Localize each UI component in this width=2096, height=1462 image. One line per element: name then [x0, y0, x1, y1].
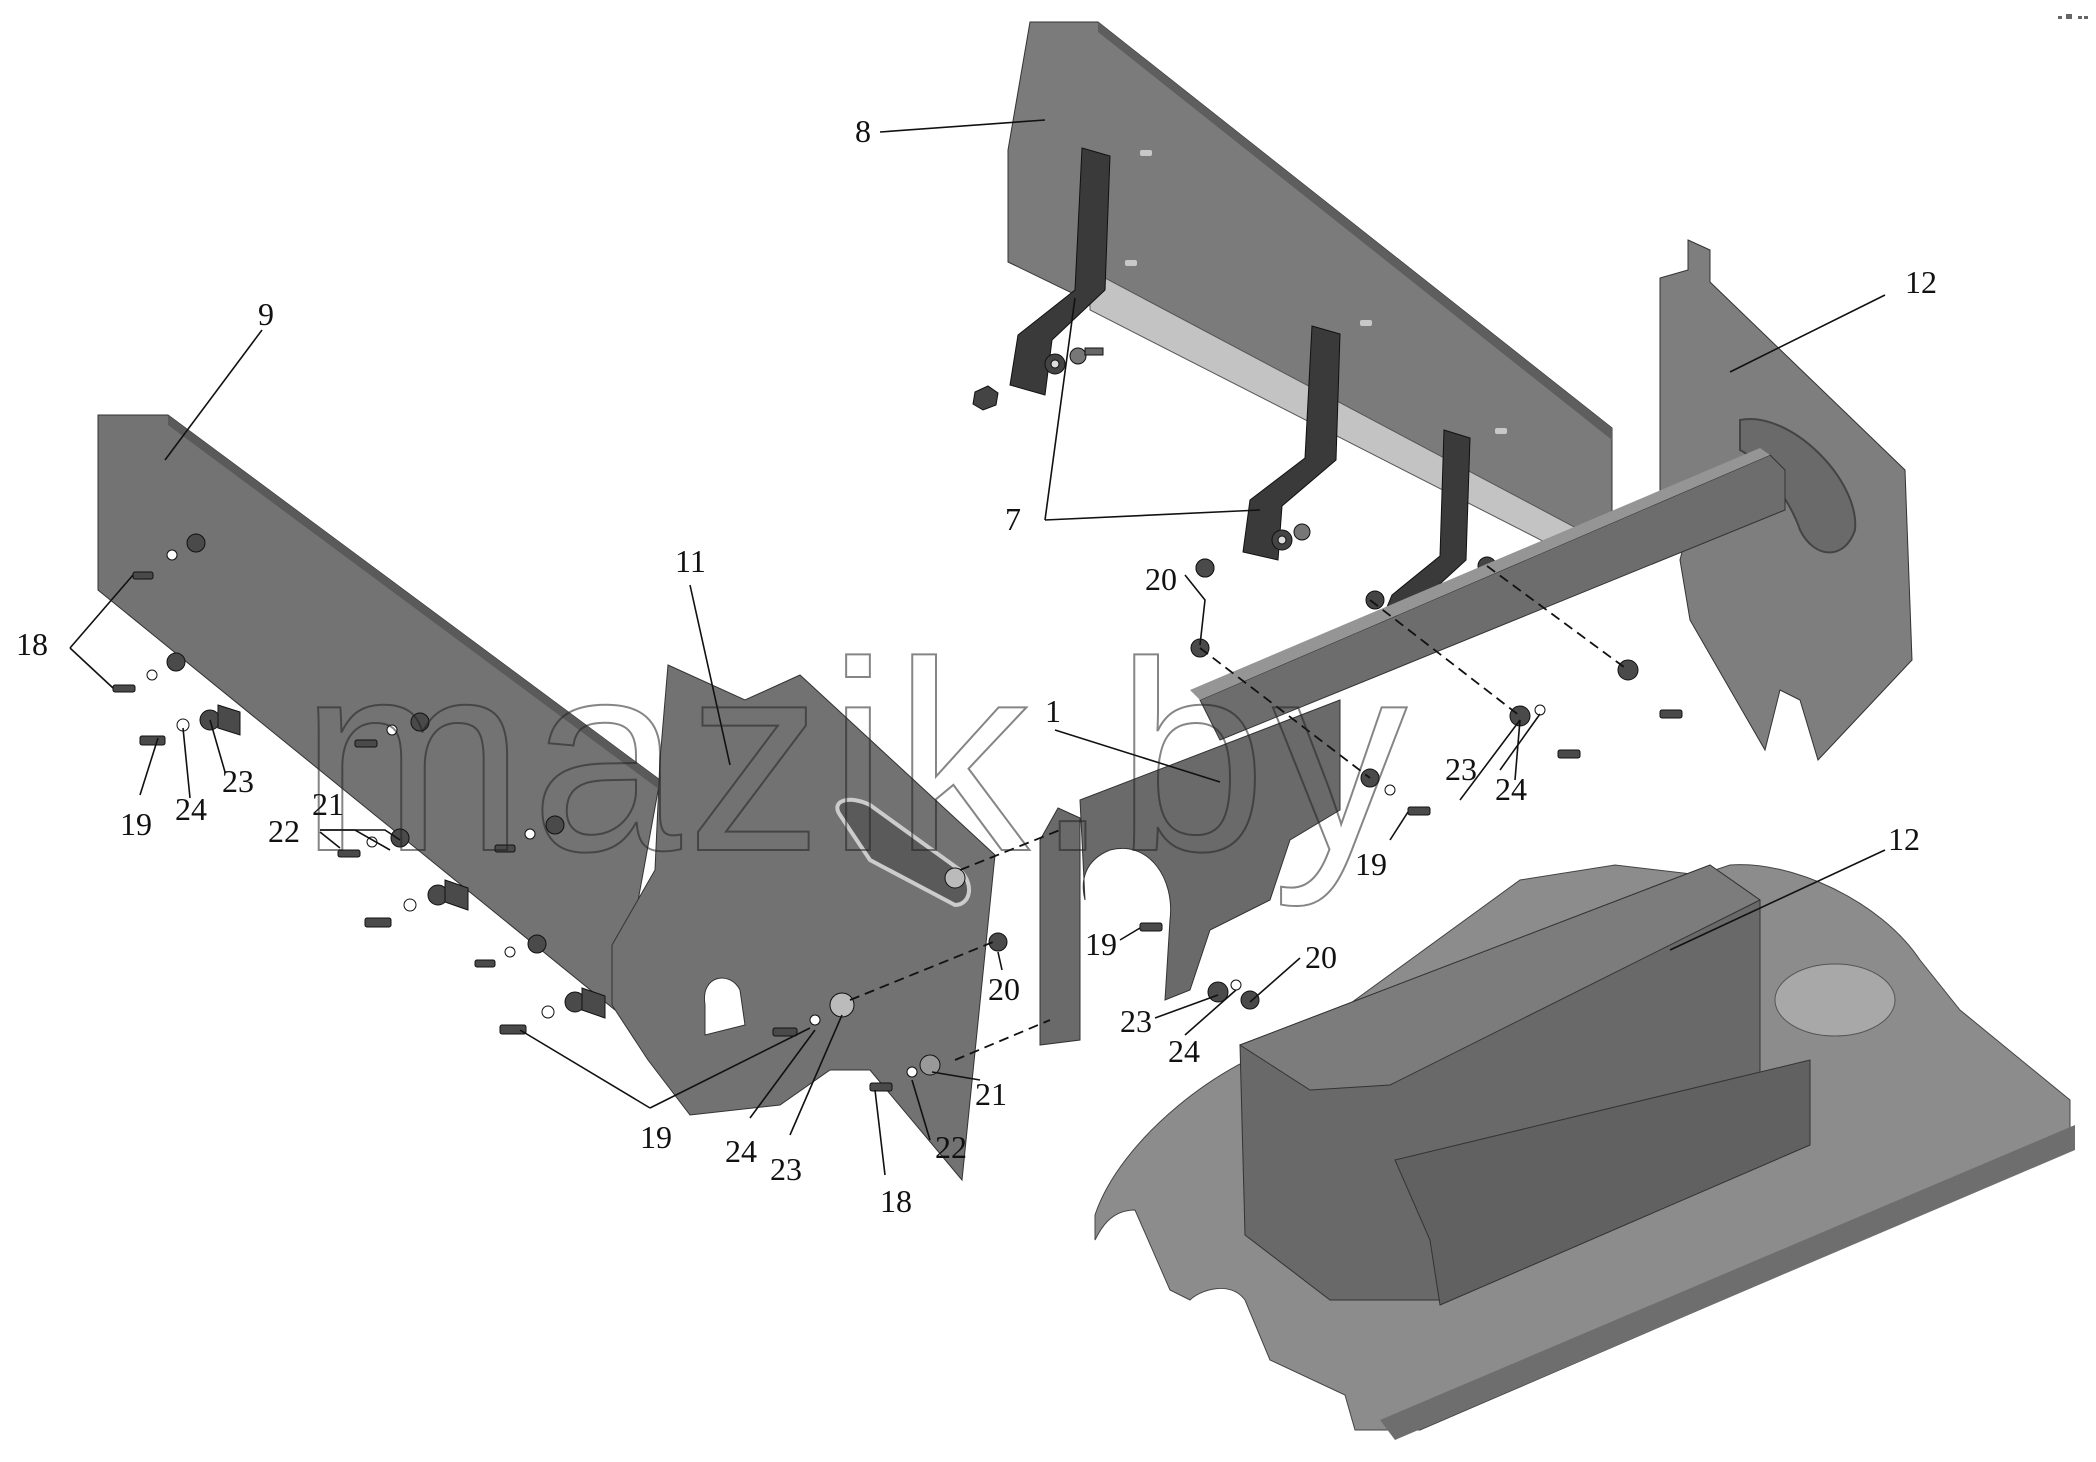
- callout-21-left: 21: [312, 786, 344, 822]
- callout-23-bottom: 23: [770, 1151, 802, 1187]
- callout-22-bottom: 22: [935, 1129, 967, 1165]
- callout-24-bottom: 24: [725, 1133, 757, 1169]
- callout-12-upper: 12: [1905, 264, 1937, 300]
- callout-20-center: 20: [988, 971, 1020, 1007]
- part-7-brackets: [1009, 147, 1471, 621]
- callout-18-left: 18: [16, 626, 48, 662]
- left-panel-fasteners: [112, 533, 606, 1035]
- callout-24-right: 24: [1495, 771, 1527, 807]
- bracket-fasteners: [972, 347, 1497, 610]
- callout-8: 8: [855, 113, 871, 149]
- spacer-bar: [1039, 807, 1081, 1046]
- part-12-cover: [1094, 864, 2075, 1440]
- callout-1: 1: [1045, 693, 1061, 729]
- callout-19-center: 19: [1085, 926, 1117, 962]
- callout-9: 9: [258, 296, 274, 332]
- callout-22-left: 22: [268, 813, 300, 849]
- assembly-lines: [849, 565, 1629, 1061]
- callout-19-bottom: 19: [640, 1119, 672, 1155]
- callout-24-left: 24: [175, 791, 207, 827]
- callout-23-right: 23: [1445, 751, 1477, 787]
- callout-21-bottom: 21: [975, 1076, 1007, 1112]
- callout-24-center: 24: [1168, 1033, 1200, 1069]
- callout-12-lower: 12: [1888, 821, 1920, 857]
- callout-7: 7: [1005, 501, 1021, 537]
- callout-20-upper: 20: [1145, 561, 1177, 597]
- part-1-central-beam: [1079, 448, 1786, 1001]
- watermark-text: mazik.by: [300, 607, 1413, 909]
- corner-mark: [2058, 14, 2088, 19]
- callout-19-right: 19: [1355, 846, 1387, 882]
- callout-20-lower: 20: [1305, 939, 1337, 975]
- callout-18-bottom: 18: [880, 1183, 912, 1219]
- callout-23-center: 23: [1120, 1003, 1152, 1039]
- callout-labels: 8 7 12 12 9 11 1 18 19 24 23 21 22 19 24…: [16, 113, 1937, 1219]
- callout-19-left: 19: [120, 806, 152, 842]
- callout-11: 11: [675, 543, 706, 579]
- leader-lines: [69, 119, 1886, 1176]
- callout-23-left: 23: [222, 763, 254, 799]
- part-11-middle-panel: [611, 664, 996, 1182]
